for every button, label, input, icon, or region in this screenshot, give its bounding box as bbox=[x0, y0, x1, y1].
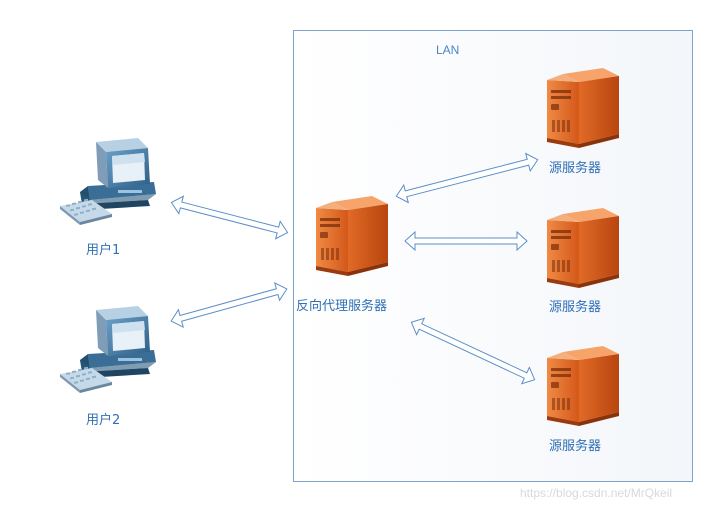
desktop-computer-icon bbox=[60, 138, 156, 225]
server-tower-icon bbox=[547, 68, 619, 148]
server-tower-icon bbox=[547, 208, 619, 288]
lan-label: LAN bbox=[436, 43, 459, 57]
arrow-client1-proxy bbox=[170, 195, 289, 240]
arrow-proxy-origin3 bbox=[410, 317, 536, 385]
proxy-label: 反向代理服务器 bbox=[296, 298, 387, 314]
arrow-proxy-origin2 bbox=[404, 230, 528, 252]
watermark: https://blog.csdn.net/MrQkeil bbox=[520, 486, 672, 500]
client-1-label: 用户1 bbox=[86, 242, 120, 258]
arrow-client2-proxy bbox=[170, 282, 288, 328]
origin-3-label: 源服务器 bbox=[549, 438, 601, 454]
arrow-proxy-origin1 bbox=[395, 152, 539, 204]
origin-2-label: 源服务器 bbox=[549, 299, 601, 315]
origin-1-label: 源服务器 bbox=[549, 160, 601, 176]
server-tower-icon bbox=[547, 346, 619, 426]
desktop-computer-icon bbox=[60, 306, 156, 393]
server-tower-icon bbox=[316, 196, 388, 276]
client-2-label: 用户2 bbox=[86, 412, 120, 428]
